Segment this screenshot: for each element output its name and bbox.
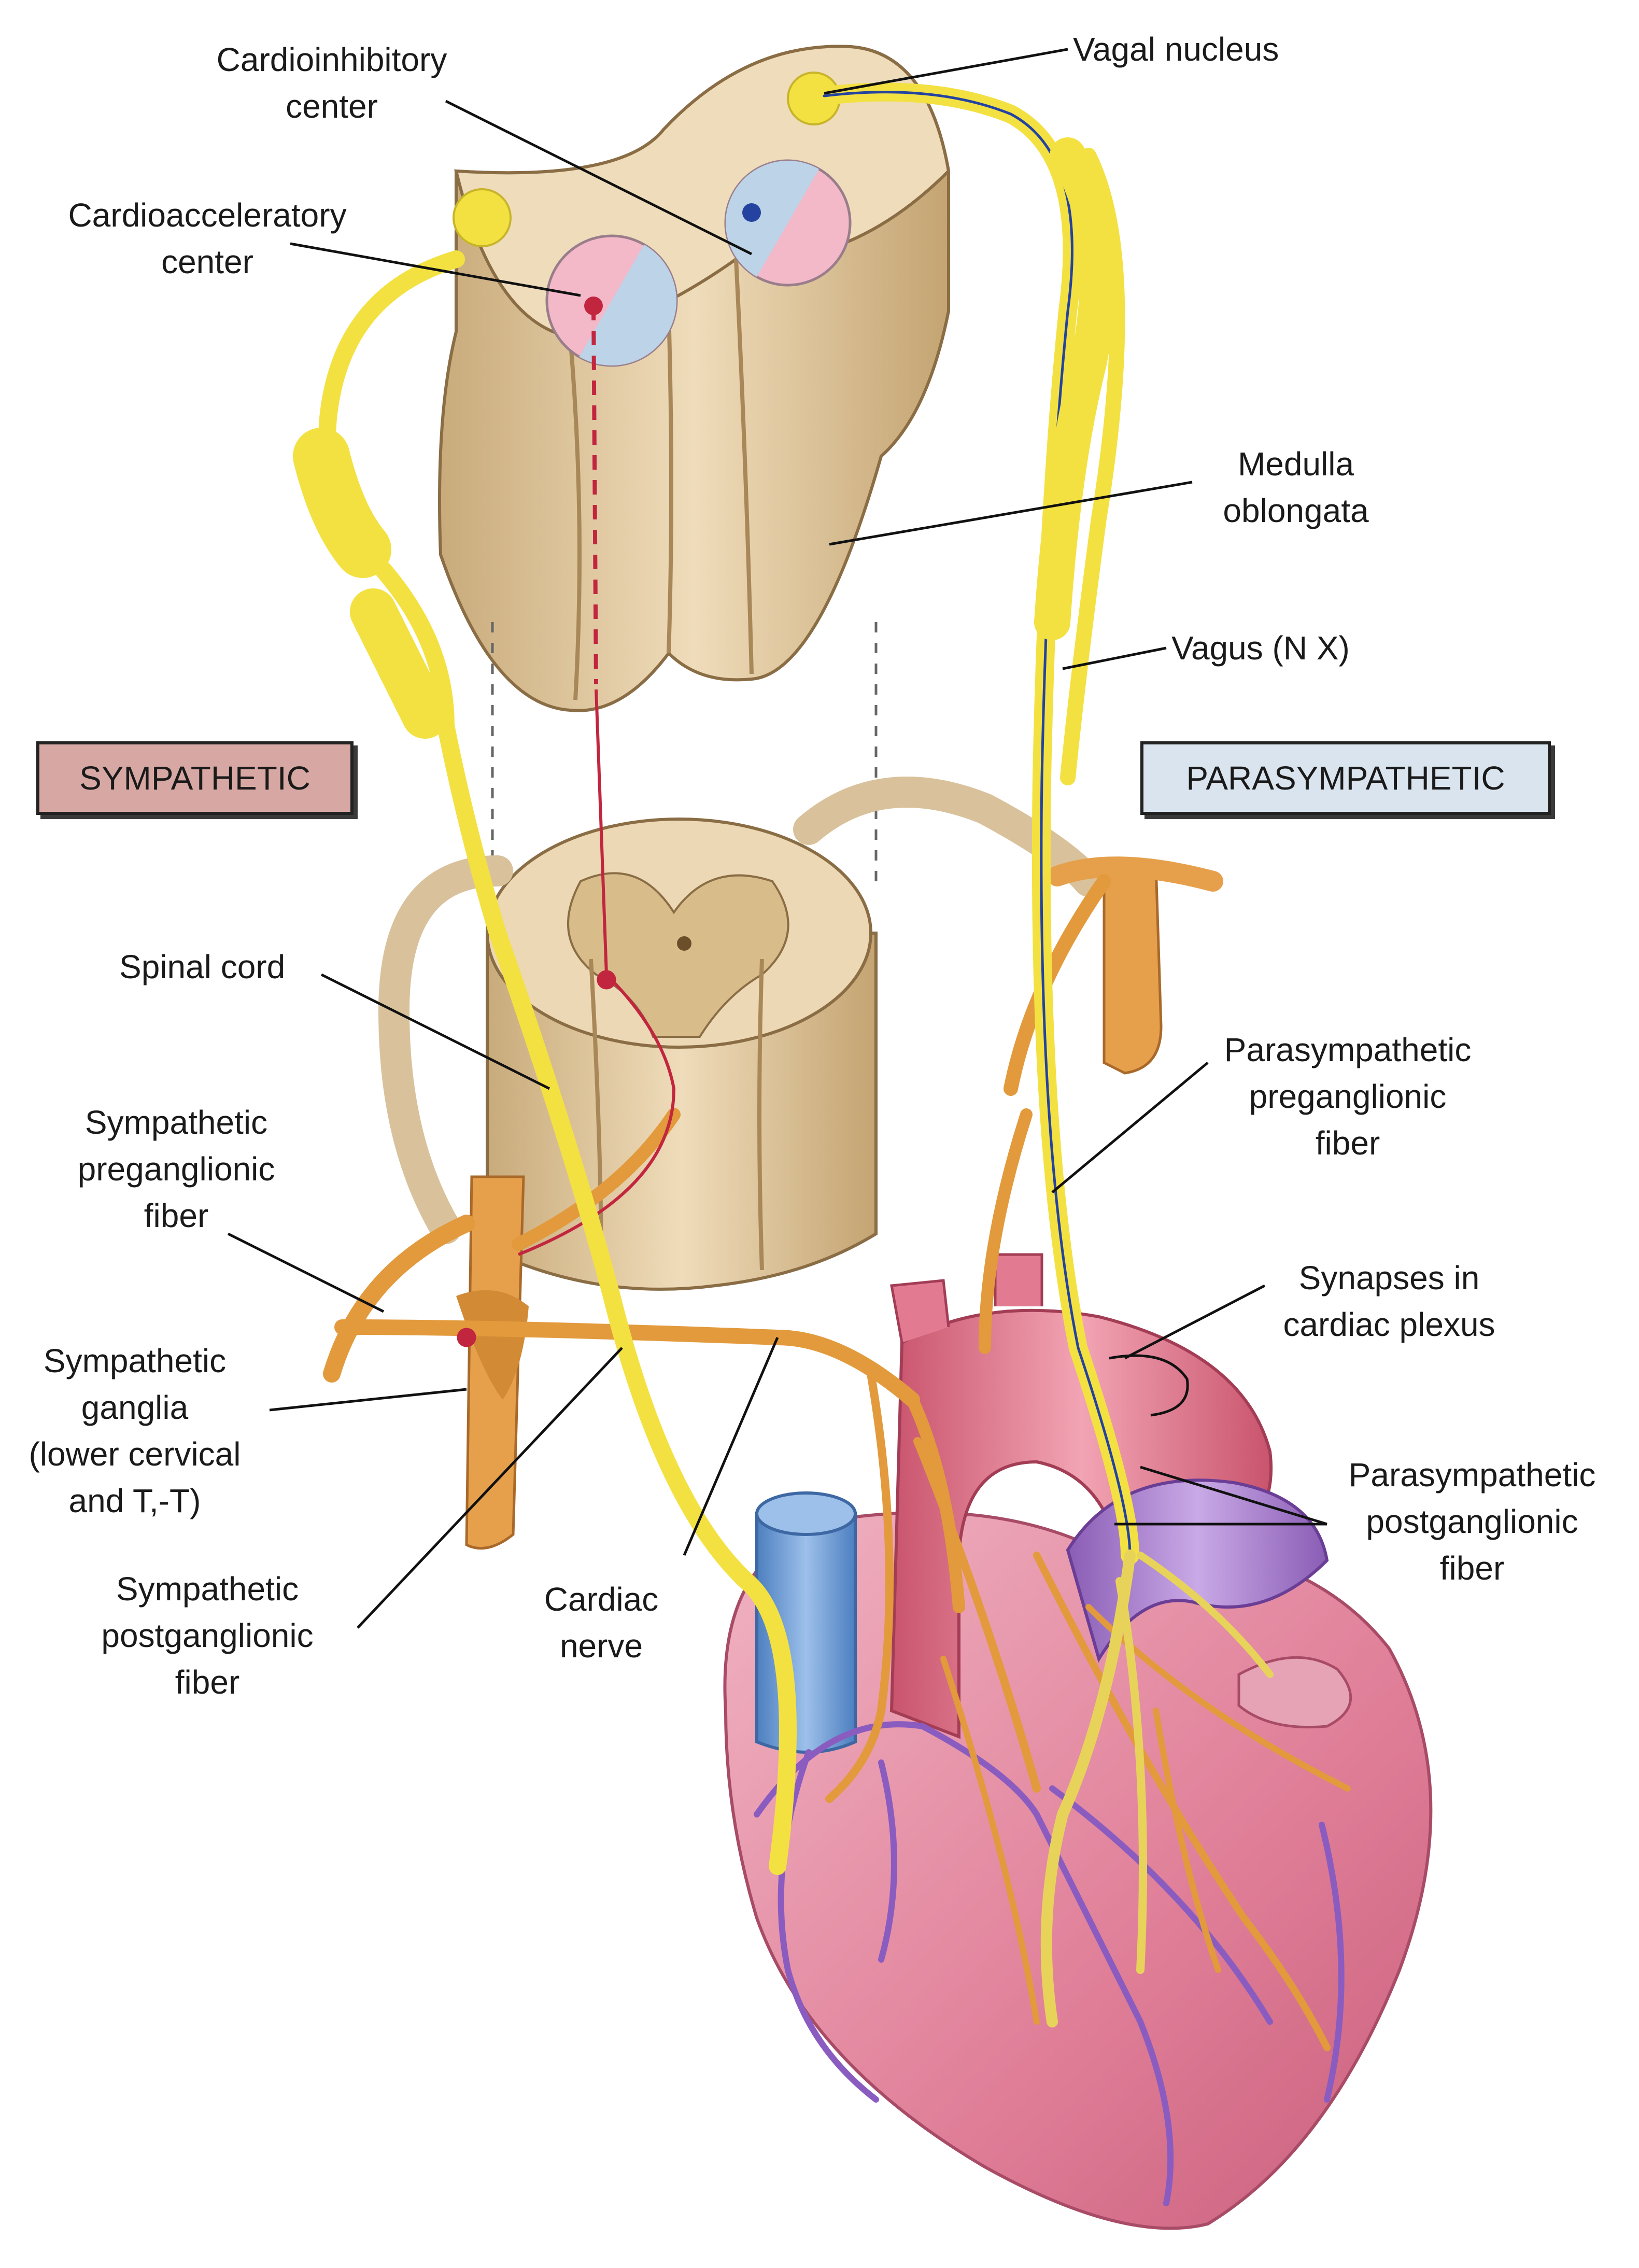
vagus-swelling <box>1034 137 1116 640</box>
label-medulla-oblongata: Medulla oblongata <box>1182 441 1410 534</box>
medulla-nucleus-left <box>453 188 512 247</box>
label-sympathetic-preganglionic-fiber: Sympathetic preganglionic fiber <box>31 1099 321 1239</box>
label-spinal-cord: Spinal cord <box>119 943 285 990</box>
heart <box>723 1253 1433 2230</box>
label-line: Medulla <box>1237 445 1354 483</box>
label-line: Vagus (N X) <box>1171 629 1350 667</box>
label-line: (lower cervical <box>29 1435 241 1473</box>
label-sympathetic-postganglionic-fiber: Sympathetic postganglionic fiber <box>67 1566 347 1706</box>
label-line: Synapses in <box>1298 1259 1480 1297</box>
label-line: postganglionic <box>101 1617 314 1654</box>
cardioacceleratory-center-marker <box>545 234 678 367</box>
label-sympathetic-ganglia: Sympathetic ganglia (lower cervical and … <box>5 1337 264 1524</box>
label-line: fiber <box>1439 1549 1505 1587</box>
label-line: and T,-T) <box>68 1482 201 1519</box>
label-cardioacceleratory-center: Cardioacceleratory center <box>21 192 394 285</box>
label-line: cardiac plexus <box>1283 1306 1495 1343</box>
label-line: fiber <box>1315 1124 1380 1162</box>
label-line: fiber <box>175 1664 240 1701</box>
label-line: center <box>286 88 378 125</box>
leader-lines <box>227 48 1327 1629</box>
sympathetic-box: SYMPATHETIC <box>36 741 354 815</box>
cardioinhibitory-center-marker <box>724 159 852 287</box>
label-line: Cardioinhibitory <box>216 41 447 78</box>
label-line: Spinal cord <box>119 948 286 985</box>
label-vagus: Vagus (N X) <box>1171 625 1350 671</box>
label-line: Cardioacceleratory <box>68 196 347 234</box>
medulla-oblongata <box>438 45 951 712</box>
label-line: Sympathetic <box>84 1104 268 1141</box>
label-line: postganglionic <box>1366 1503 1578 1540</box>
label-line: ganglia <box>81 1389 189 1426</box>
label-line: Cardiac <box>544 1581 659 1618</box>
guide-lines <box>491 622 878 881</box>
label-vagal-nucleus: Vagal nucleus <box>1073 26 1279 73</box>
label-parasympathetic-postganglionic-fiber: Parasympathetic postganglionic fiber <box>1317 1452 1628 1591</box>
label-synapses-in-cardiac-plexus: Synapses in cardiac plexus <box>1244 1255 1534 1348</box>
label-line: nerve <box>559 1627 643 1665</box>
label-line: oblongata <box>1223 492 1369 529</box>
label-line: preganglionic <box>1249 1078 1447 1115</box>
label-cardioinhibitory-center: Cardioinhibitory center <box>187 36 477 130</box>
label-cardiac-nerve: Cardiac nerve <box>524 1576 679 1669</box>
label-line: Parasympathetic <box>1224 1031 1472 1068</box>
sympathetic-chain <box>456 856 1223 1550</box>
label-line: preganglionic <box>77 1150 275 1188</box>
label-line: center <box>161 243 253 280</box>
label-line: Sympathetic <box>43 1342 227 1379</box>
label-line: Sympathetic <box>116 1570 299 1608</box>
label-line: fiber <box>144 1197 209 1234</box>
label-line: Parasympathetic <box>1348 1456 1596 1494</box>
parasympathetic-box: PARASYMPATHETIC <box>1140 741 1551 815</box>
sympathetic-cardiac-nerve <box>293 250 797 1875</box>
label-line: Vagal nucleus <box>1073 31 1279 68</box>
label-parasympathetic-preganglionic-fiber: Parasympathetic preganglionic fiber <box>1177 1026 1519 1166</box>
